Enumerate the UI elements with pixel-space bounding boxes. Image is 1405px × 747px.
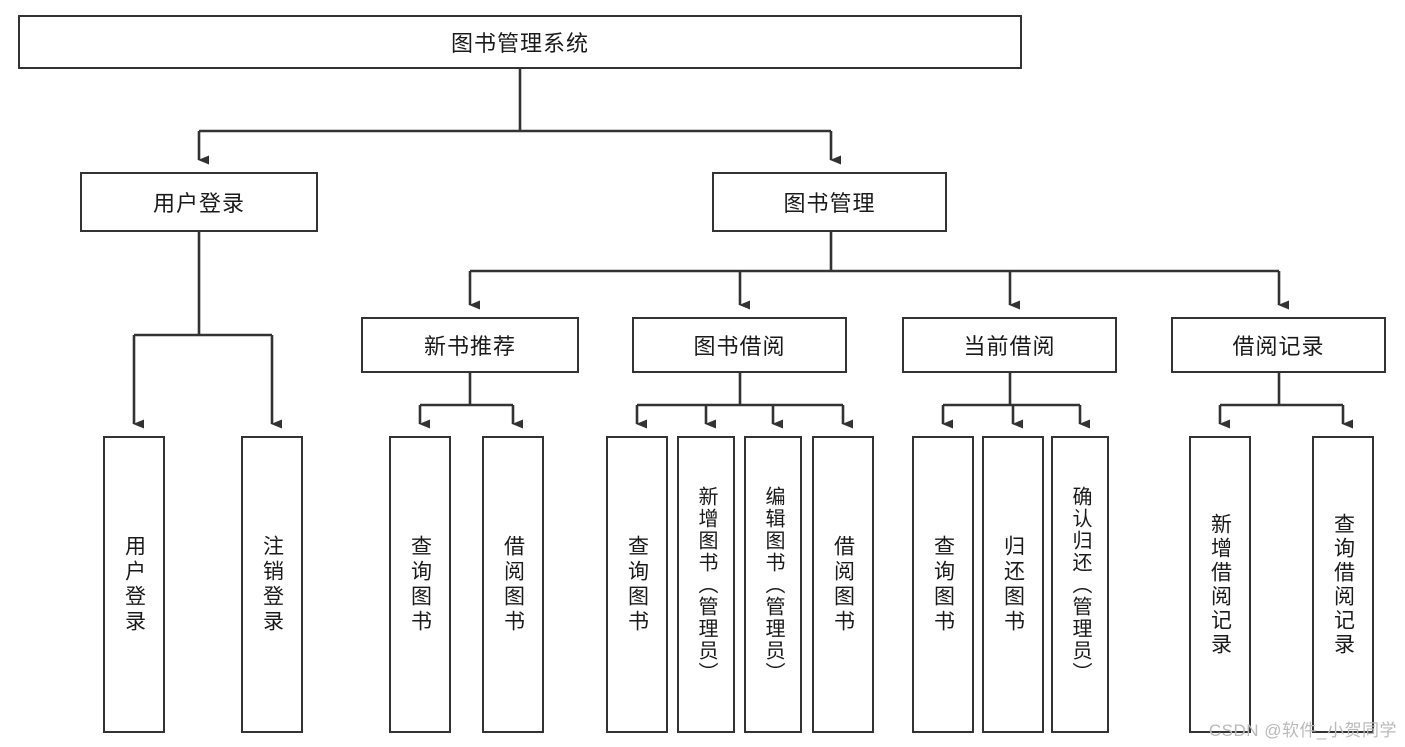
node-label: 编辑图书（管理员） (762, 485, 784, 684)
node-borrow-record[interactable]: 借阅记录 (1171, 317, 1386, 373)
node-label: 查询图书 (625, 534, 649, 635)
node-label: 归还图书 (1001, 534, 1025, 635)
node-leaf-query-book[interactable]: 查询图书 (606, 436, 668, 733)
node-label: 图书管理 (783, 191, 876, 216)
node-label: 图书借阅 (693, 334, 786, 359)
node-current-borrow[interactable]: 当前借阅 (902, 317, 1117, 373)
node-book-management[interactable]: 图书管理 (712, 172, 947, 232)
node-leaf-query-book-rec[interactable]: 查询图书 (389, 436, 451, 733)
node-user-login[interactable]: 用户登录 (80, 172, 318, 232)
node-label: 借阅图书 (831, 534, 855, 635)
node-leaf-query-borrow-record[interactable]: 查询借阅记录 (1312, 436, 1374, 733)
node-label: 注销登录 (260, 534, 284, 635)
node-label: 用户登录 (122, 534, 146, 635)
node-label: 查询图书 (931, 534, 955, 635)
node-label: 借阅记录 (1232, 334, 1325, 359)
node-leaf-logout[interactable]: 注销登录 (241, 436, 303, 733)
watermark: CSDN @软件_小贺同学 (1208, 721, 1397, 740)
node-leaf-edit-book-admin[interactable]: 编辑图书（管理员） (744, 436, 802, 733)
node-label: 查询借阅记录 (1331, 512, 1355, 657)
node-root-system[interactable]: 图书管理系统 (18, 15, 1022, 69)
node-label: 查询图书 (408, 534, 432, 635)
node-leaf-add-borrow-record[interactable]: 新增借阅记录 (1189, 436, 1251, 733)
node-label: 借阅图书 (501, 534, 525, 635)
node-label: 图书管理系统 (450, 31, 589, 56)
node-leaf-borrow-book[interactable]: 借阅图书 (812, 436, 874, 733)
node-label: 当前借阅 (963, 334, 1056, 359)
node-label: 新书推荐 (423, 334, 516, 359)
node-label: 确认归还（管理员） (1069, 485, 1091, 684)
node-leaf-borrow-book-rec[interactable]: 借阅图书 (482, 436, 544, 733)
node-leaf-add-book-admin[interactable]: 新增图书（管理员） (677, 436, 735, 733)
node-label: 新增图书（管理员） (695, 485, 717, 684)
node-book-borrow[interactable]: 图书借阅 (632, 317, 847, 373)
node-leaf-return-book[interactable]: 归还图书 (982, 436, 1044, 733)
node-label: 用户登录 (152, 191, 245, 216)
node-leaf-user-login[interactable]: 用户登录 (103, 436, 165, 733)
node-label: 新增借阅记录 (1208, 512, 1232, 657)
node-leaf-confirm-return-admin[interactable]: 确认归还（管理员） (1051, 436, 1109, 733)
node-new-book-recommend[interactable]: 新书推荐 (361, 317, 579, 373)
node-leaf-query-book-current[interactable]: 查询图书 (912, 436, 974, 733)
